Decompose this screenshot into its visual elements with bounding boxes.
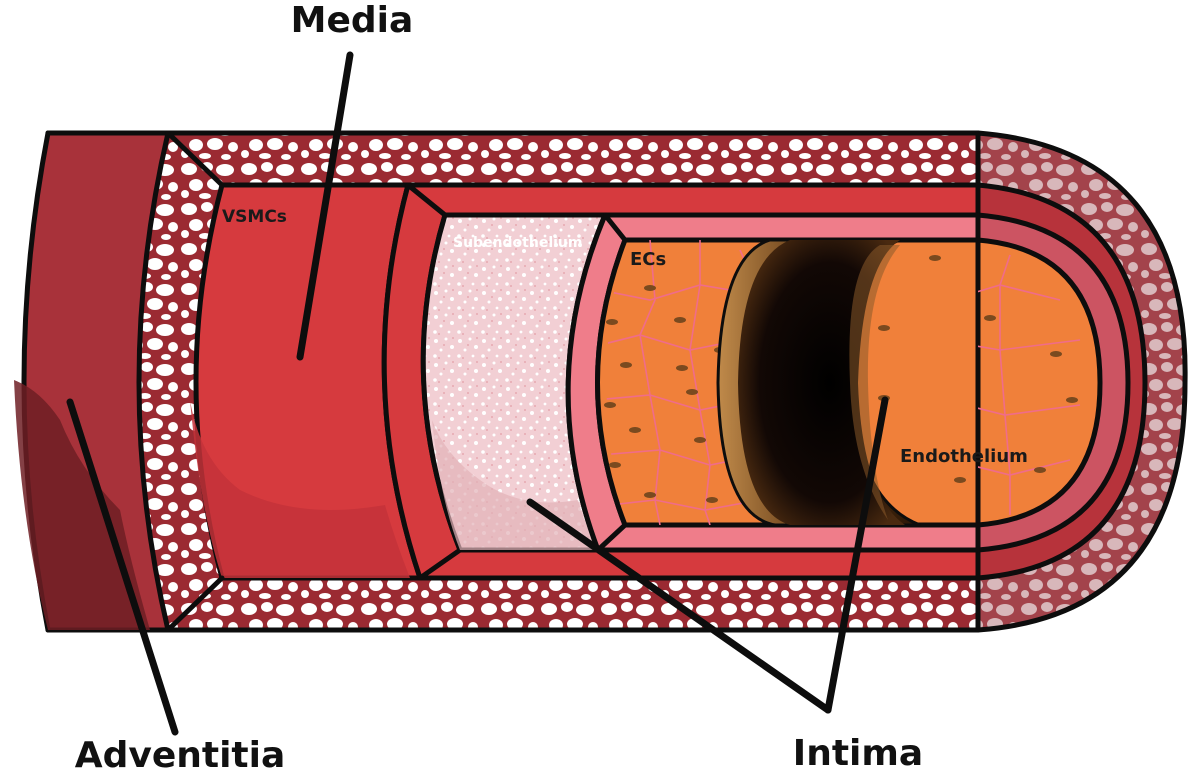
adventitia-label: Adventitia: [75, 735, 286, 773]
subendothelium-label: Subendothelium: [453, 235, 582, 251]
intima-label: Intima: [793, 733, 923, 773]
media-label: Media: [291, 0, 414, 41]
ecs-label: ECs: [630, 249, 666, 270]
endothelium-label: Endothelium: [900, 446, 1028, 467]
vsmcs-label: VSMCs: [222, 207, 287, 227]
